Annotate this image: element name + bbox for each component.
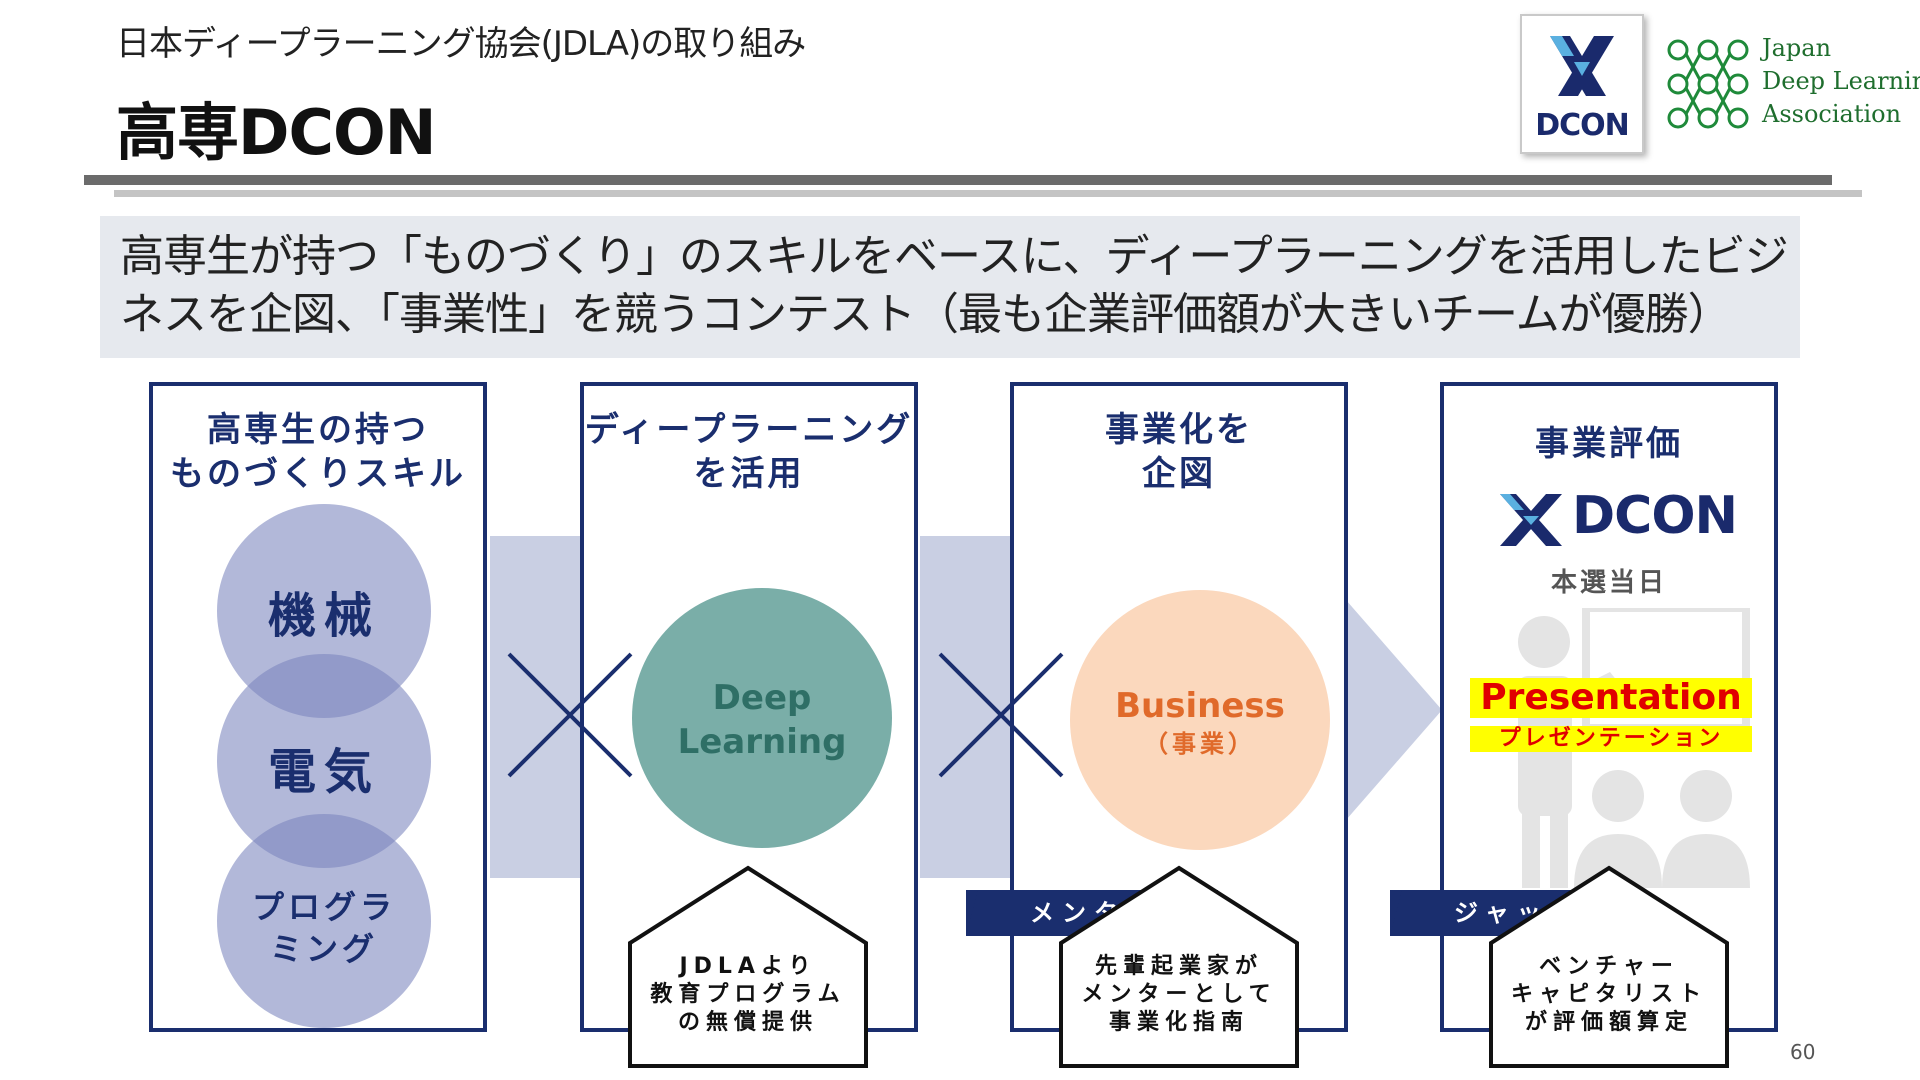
dcon-logo-text: DCON — [1535, 108, 1630, 143]
header-subtitle: 日本ディープラーニング協会(JDLA)の取り組み — [116, 24, 806, 64]
house-text-line: メンターとして — [1081, 982, 1277, 1007]
business-label: Business （事業） — [1070, 684, 1330, 760]
column-heading-line: 事業化を — [1105, 410, 1253, 450]
column-heading-line: ディープラーニング — [584, 410, 914, 450]
house-text-line: キャピタリスト — [1510, 982, 1707, 1007]
jdla-network-logo-icon — [1667, 39, 1749, 129]
column-heading: ディープラーニング を活用 — [584, 408, 914, 496]
skill-circle-programming — [217, 814, 431, 1028]
page-title: 高専DCON — [116, 96, 437, 169]
skill-label-line: ミング — [269, 930, 378, 968]
column-heading-line: 企図 — [1142, 454, 1216, 494]
dcon-logo-box: DCON — [1520, 14, 1644, 154]
multiply-cross-icon — [938, 652, 1064, 778]
dcon-logo-text: DCON — [1572, 486, 1738, 546]
presentation-highlight: Presentation プレゼンテーション — [1470, 678, 1752, 756]
event-label: 本選当日 — [1550, 568, 1667, 598]
business-label-en: Business — [1115, 686, 1285, 726]
skill-label-electrical: 電気 — [267, 744, 380, 800]
business-label-ja: （事業） — [1144, 730, 1256, 758]
column-heading: 高専生の持つ ものづくりスキル — [153, 408, 483, 496]
header-divider-light — [114, 190, 1862, 197]
house-jdla-program: JDLAより 教育プログラム の無償提供 — [627, 865, 869, 1069]
deep-learning-label-line: Deep — [712, 678, 812, 718]
jdla-logo-text: Japan Deep Learning Association — [1762, 32, 1920, 131]
header-divider-dark — [84, 175, 1832, 185]
dcon-x-mark-icon — [1550, 36, 1614, 96]
house-text-line: ベンチャー — [1539, 954, 1679, 979]
connector-band — [920, 536, 1015, 878]
dcon-x-mark-icon — [1500, 494, 1562, 546]
business-circle: Business （事業） — [1070, 590, 1330, 850]
column-heading-line: 高専生の持つ — [207, 410, 429, 450]
deep-learning-label-line: Learning — [677, 722, 847, 762]
jdla-logo-line: Japan — [1762, 34, 1832, 62]
deep-learning-label: Deep Learning — [632, 676, 892, 764]
connector-band — [490, 536, 585, 878]
multiply-cross-icon — [507, 652, 633, 778]
house-text-line: 教育プログラム — [650, 982, 846, 1007]
banner-text: 高専生が持つ「ものづくり」のスキルをベースに、ディープラーニングを活用したビジネ… — [120, 231, 1789, 340]
description-banner: 高専生が持つ「ものづくり」のスキルをベースに、ディープラーニングを活用したビジネ… — [100, 216, 1800, 358]
column-heading: 事業評価 — [1535, 424, 1683, 464]
house-text: JDLAより 教育プログラム の無償提供 — [627, 953, 869, 1037]
column-heading: 事業化を 企図 — [1014, 408, 1344, 496]
column-monozukuri: 高専生の持つ ものづくりスキル 機械 電気 プログラ ミング — [149, 382, 487, 1032]
skill-label-mechanical: 機械 — [267, 588, 380, 644]
deep-learning-circle: Deep Learning — [632, 588, 892, 848]
column-heading-line: を活用 — [693, 454, 805, 494]
presentation-label-en: Presentation — [1470, 678, 1752, 718]
page-number: 60 — [1790, 1040, 1816, 1064]
jdla-logo-line: Deep Learning — [1762, 67, 1920, 95]
house-mentor: 先輩起業家が メンターとして 事業化指南 — [1058, 865, 1300, 1069]
house-text-line: の無償提供 — [677, 1010, 818, 1035]
skill-label-programming: プログラ ミング — [217, 886, 431, 970]
house-text: ベンチャー キャピタリスト が評価額算定 — [1488, 953, 1730, 1037]
house-text: 先輩起業家が メンターとして 事業化指南 — [1058, 953, 1300, 1037]
house-judge: ベンチャー キャピタリスト が評価額算定 — [1488, 865, 1730, 1069]
column-heading-line: ものづくりスキル — [170, 454, 466, 494]
house-text-line: 先輩起業家が — [1094, 954, 1263, 979]
jdla-logo-line: Association — [1762, 100, 1902, 128]
presentation-label-ja: プレゼンテーション — [1470, 726, 1752, 752]
house-text-line: 事業化指南 — [1108, 1010, 1249, 1035]
skill-label-line: プログラ — [251, 888, 396, 926]
house-text-line: が評価額算定 — [1524, 1010, 1693, 1035]
connector-arrow-icon — [1346, 600, 1442, 820]
house-text-line: JDLAより — [679, 954, 817, 979]
